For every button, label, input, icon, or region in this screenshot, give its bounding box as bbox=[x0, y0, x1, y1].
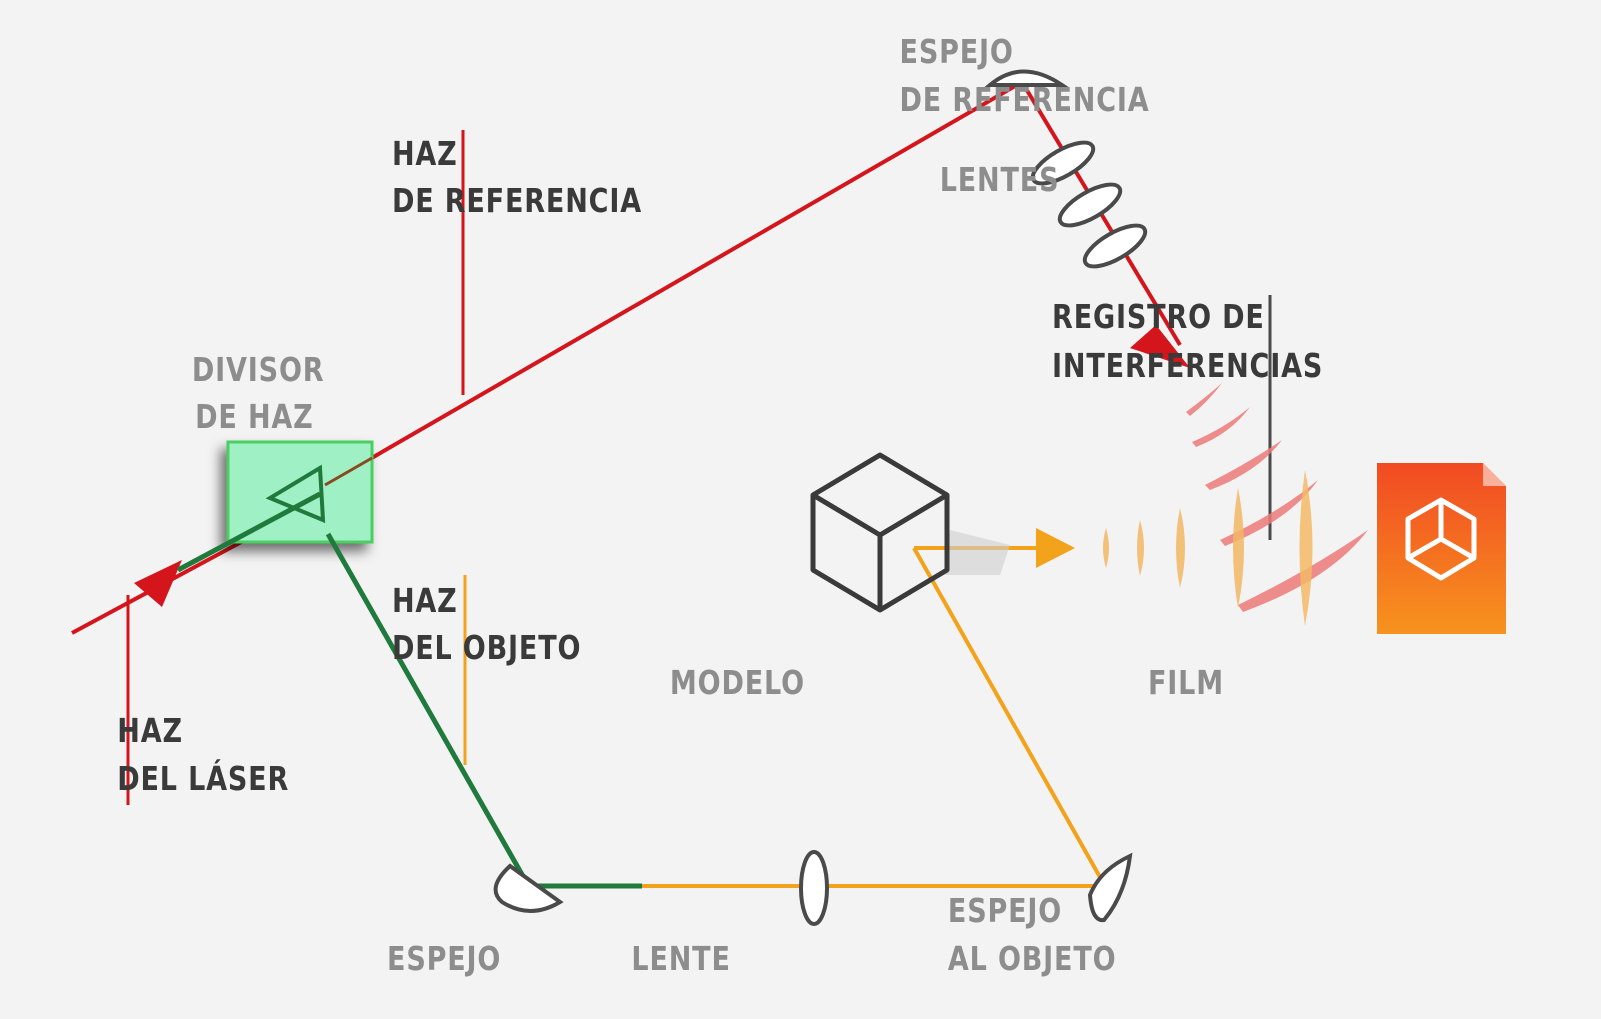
label-haz-laser-1: HAZ bbox=[117, 712, 183, 750]
label-haz-referencia-1: HAZ bbox=[392, 135, 458, 173]
label-espejo-objeto-2: AL OBJETO bbox=[948, 940, 1117, 978]
object-wavefronts bbox=[1103, 470, 1313, 626]
cube-model-icon bbox=[810, 452, 950, 613]
film-document-icon bbox=[1377, 463, 1506, 634]
label-espejo-referencia-2: DE REFERENCIA bbox=[900, 81, 1150, 119]
reference-beam-arrowhead bbox=[1130, 325, 1190, 368]
model-shadow bbox=[945, 530, 1010, 575]
mirror-icon bbox=[984, 69, 1069, 87]
lens-icon bbox=[799, 850, 829, 926]
label-haz-referencia-2: DE REFERENCIA bbox=[392, 182, 642, 220]
object-beam-arrowhead bbox=[1036, 528, 1075, 568]
label-divisor-1: DIVISOR bbox=[192, 351, 325, 389]
mirror-icon bbox=[1087, 852, 1133, 923]
object-beam-down bbox=[325, 532, 531, 887]
label-espejo: ESPEJO bbox=[387, 940, 501, 978]
mirror-icon bbox=[493, 863, 564, 913]
lens-icon bbox=[1082, 223, 1148, 269]
laser-segment-green bbox=[176, 491, 322, 573]
label-espejo-objeto-1: ESPEJO bbox=[948, 892, 1062, 930]
reference-wavefronts bbox=[1186, 383, 1368, 612]
label-haz-objeto-2: DEL OBJETO bbox=[392, 629, 581, 667]
label-divisor-2: DE HAZ bbox=[195, 398, 313, 436]
reference-beam-in-splitter bbox=[324, 456, 373, 487]
label-film: FILM bbox=[1148, 664, 1224, 702]
label-haz-laser-2: DEL LÁSER bbox=[117, 759, 289, 798]
label-lentes: LENTES bbox=[940, 161, 1060, 199]
label-espejo-referencia-1: ESPEJO bbox=[900, 33, 1014, 71]
label-modelo: MODELO bbox=[670, 664, 805, 702]
label-registro-2: INTERFERENCIAS bbox=[1052, 347, 1323, 385]
label-registro-1: REGISTRO DE bbox=[1052, 298, 1265, 336]
beam-splitter-prism-icon bbox=[265, 464, 326, 524]
laser-beam-arrowhead bbox=[134, 560, 182, 607]
reference-beam-to-mirror bbox=[323, 80, 1024, 487]
object-beam-to-model bbox=[912, 547, 1107, 887]
label-haz-objeto-1: HAZ bbox=[392, 582, 458, 620]
beam-splitter-box bbox=[226, 440, 374, 544]
label-lente: LENTE bbox=[631, 940, 730, 978]
lens-icon bbox=[1057, 182, 1123, 228]
lens-icon bbox=[1030, 140, 1096, 186]
